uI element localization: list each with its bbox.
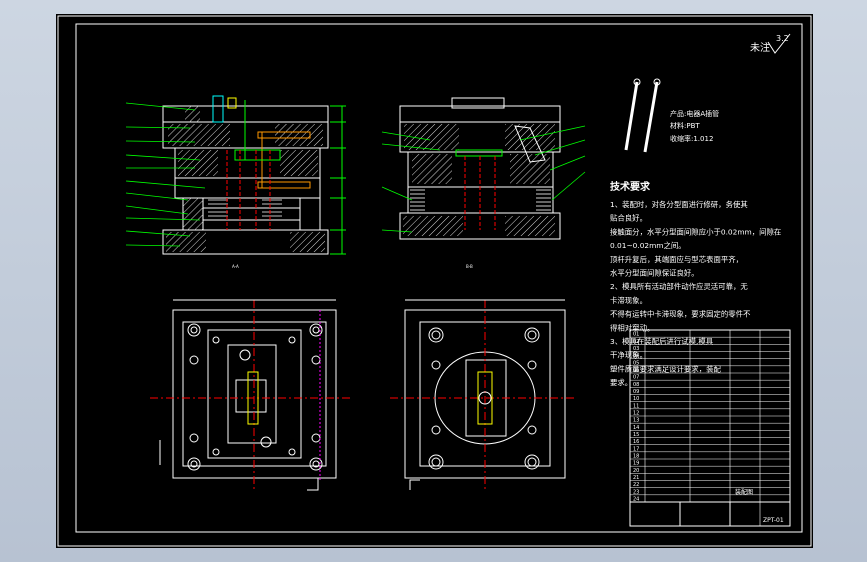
bom-row-number: 20 — [633, 468, 639, 474]
product-name: 产品:电器A插管 — [670, 109, 719, 118]
bom-row-number: 15 — [633, 432, 639, 438]
bom-row-number: 04 — [633, 353, 639, 359]
bom-row-number: 02 — [633, 339, 639, 345]
bom-row-number: 19 — [633, 461, 639, 467]
bom-row-number: 17 — [633, 446, 639, 452]
bom-row-number: 09 — [633, 389, 639, 395]
tech-requirement-line: 1、装配时，对各分型面进行修研，务使其 — [610, 200, 748, 209]
tech-requirement-line: 不得有运转中卡滞现象，要求固定的零件不 — [610, 310, 751, 319]
bom-row-number: 08 — [633, 382, 639, 388]
product-material: 材料:PBT — [670, 121, 700, 130]
product-shrinkage: 收缩率:1.012 — [670, 134, 713, 143]
bom-row-number: 21 — [633, 475, 639, 481]
tech-requirement-line: 贴合良好。 — [610, 214, 647, 223]
roughness-symbol: 未注 3.2 — [750, 33, 791, 54]
tech-requirement-line: 得相对窜动。 — [610, 323, 654, 332]
drawing-number: ZPT-01 — [763, 517, 784, 524]
drawing-sheet — [56, 14, 813, 548]
tech-requirement-line: 卡滞现象。 — [610, 296, 647, 305]
technical-requirements: 技术要求 1、装配时，对各分型面进行修研，务使其贴合良好。接触面分，水平分型面间… — [610, 180, 781, 387]
bom-row-number: 18 — [633, 454, 639, 460]
tech-requirement-line: 接触面分，水平分型面间隙应小于0.02mm，间隙在 — [610, 227, 781, 236]
bom-row-number: 06 — [633, 368, 639, 374]
tech-requirement-line: 塑件质量要求满足设计要求，装配 — [610, 364, 721, 373]
bom-row-number: 16 — [633, 439, 639, 445]
bom-row-number: 12 — [633, 411, 639, 417]
bom-row-number: 07 — [633, 375, 639, 381]
tech-requirement-line: 2、模具所有活动部件动作应灵活可靠，无 — [610, 282, 748, 291]
tech-requirement-line: 0.01~0.02mm之间。 — [610, 241, 686, 250]
roughness-note: 未注 — [750, 41, 770, 54]
section-b-caption: B-B — [466, 264, 473, 269]
bom-row-number: 22 — [633, 482, 639, 488]
bom-row-number: 23 — [633, 489, 639, 495]
bom-row-number: 03 — [633, 346, 639, 352]
bom-row-number: 01 — [633, 332, 639, 338]
bom-row-number: 14 — [633, 425, 639, 431]
bom-row-number: 10 — [633, 396, 639, 402]
product-sketch: 产品:电器A插管 材料:PBT 收缩率:1.012 — [624, 78, 719, 153]
roughness-value: 3.2 — [776, 34, 789, 43]
section-a-caption: A-A — [232, 264, 239, 269]
bom-row-number: 05 — [633, 360, 639, 366]
side-section-view: B-B — [381, 97, 586, 269]
tech-requirement-line: 3、模具在装配后进行试模,模具 — [610, 337, 714, 346]
tech-requirement-line: 要求。 — [610, 378, 632, 387]
tech-requirement-line: 干净现象。 — [610, 351, 647, 360]
sheet-border — [57, 15, 812, 547]
moving-half-plan-view — [150, 299, 350, 491]
bom-row-number: 11 — [633, 403, 639, 409]
front-section-view: A-A — [125, 95, 346, 269]
fixed-half-plan-view — [390, 299, 575, 490]
assembly-label: 装配图 — [735, 488, 753, 496]
tech-requirements-title: 技术要求 — [610, 180, 651, 193]
drawing-frame — [75, 23, 803, 533]
bom-row-number: 24 — [633, 497, 639, 503]
bom-row-number: 13 — [633, 418, 639, 424]
tech-requirement-line: 水平分型面间隙保证良好。 — [610, 269, 699, 278]
tech-requirement-line: 顶杆升复后，其端面应与型芯表面平齐， — [610, 255, 743, 264]
